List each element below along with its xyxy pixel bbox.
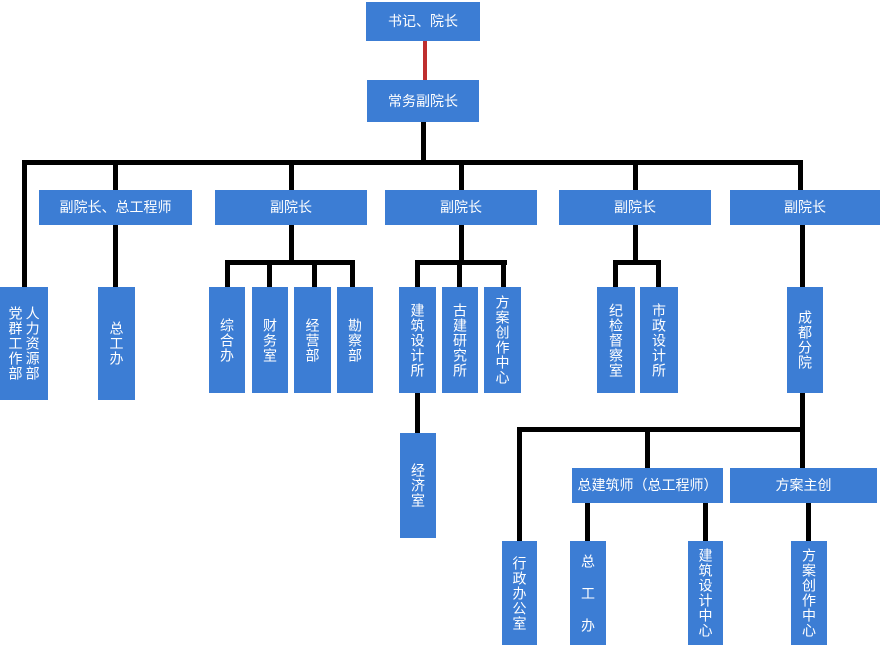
connector-vp4-down — [633, 225, 638, 262]
drop-to-vp5 — [798, 160, 803, 190]
drop-to-general-office — [225, 262, 230, 287]
node-survey-dept: 勘察部 — [337, 287, 373, 393]
node-vp4: 副院长 — [559, 190, 711, 225]
connector-vp1-chief-eng-office — [113, 225, 118, 287]
node-chief-architect: 总建筑师（总工程师） — [572, 468, 723, 503]
drop-to-vp3 — [459, 164, 464, 190]
connector-arch-design-economics — [415, 393, 420, 433]
node-root: 书记、院长 — [366, 2, 480, 41]
connector-root-executive — [423, 41, 427, 81]
drop-to-arch-design-institute — [415, 262, 420, 287]
drop-to-scheme-creation-center — [501, 262, 506, 287]
node-finance-office: 财务室 — [252, 287, 288, 393]
connector-chengdu-down — [800, 393, 805, 429]
drop-to-scheme-creation-branch — [806, 503, 811, 541]
node-heritage-research-institute: 古建研究所 — [442, 287, 478, 393]
node-chief-eng-office: 总工办 — [98, 287, 135, 400]
drop-to-municipal-institute — [656, 262, 661, 287]
node-chengdu-branch: 成都分院 — [787, 287, 823, 393]
party-mass-dept-label: 党群工作部 — [7, 306, 24, 381]
drop-to-scheme-lead — [800, 427, 805, 468]
node-vp2: 副院长 — [215, 190, 367, 225]
drop-to-admin-office — [517, 427, 522, 541]
drop-to-vp2 — [289, 164, 294, 190]
drop-to-chief-eng-office-branch — [585, 503, 590, 541]
node-vp3: 副院长 — [385, 190, 537, 225]
drop-to-heritage-research — [457, 265, 462, 287]
node-arch-design-center: 建筑设计中心 — [688, 541, 723, 645]
node-scheme-creation-center-branch: 方案创作中心 — [791, 541, 827, 645]
connector-vp3-down — [459, 225, 464, 262]
drop-to-chief-architect — [645, 432, 650, 468]
drop-to-party-hr-dept — [22, 160, 27, 287]
connector-vp5-chengdu — [800, 225, 805, 287]
drop-to-discipline-office — [613, 262, 618, 287]
node-arch-design-institute: 建筑设计所 — [399, 287, 436, 393]
node-operations-dept: 经营部 — [294, 287, 331, 393]
vp2-children-bar — [225, 260, 355, 265]
vp3-children-bar — [415, 260, 507, 265]
drop-to-operations-dept — [312, 265, 317, 287]
drop-to-arch-design-center — [703, 503, 708, 541]
node-general-office: 综合办 — [209, 287, 245, 393]
drop-to-finance-office — [267, 265, 272, 287]
node-economics-office: 经济室 — [400, 433, 436, 538]
node-party-hr-dept: 党群工作部 人力资源部 — [0, 287, 48, 400]
node-vp5: 副院长 — [730, 190, 880, 225]
node-executive-vice-dean: 常务副院长 — [367, 80, 479, 122]
node-scheme-creation-center: 方案创作中心 — [484, 287, 521, 393]
trunk-horizontal-bar — [22, 160, 803, 165]
node-discipline-inspection-office: 纪检督察室 — [597, 287, 635, 393]
connector-vp2-down — [289, 225, 294, 262]
connector-executive-trunk — [421, 122, 426, 163]
hr-dept-label: 人力资源部 — [24, 306, 41, 381]
chengdu-children-bar — [517, 427, 805, 432]
node-admin-office: 行政办公室 — [502, 541, 537, 645]
node-municipal-design-institute: 市政设计所 — [640, 287, 678, 393]
drop-to-vp1 — [113, 164, 118, 190]
drop-to-survey-dept — [350, 262, 355, 287]
vp4-children-bar — [613, 260, 661, 265]
node-chief-eng-office-branch: 总 工 办 — [570, 541, 606, 645]
node-scheme-lead: 方案主创 — [730, 468, 877, 503]
drop-to-vp4 — [633, 164, 638, 190]
node-vp1-chief-engineer: 副院长、总工程师 — [39, 190, 192, 225]
